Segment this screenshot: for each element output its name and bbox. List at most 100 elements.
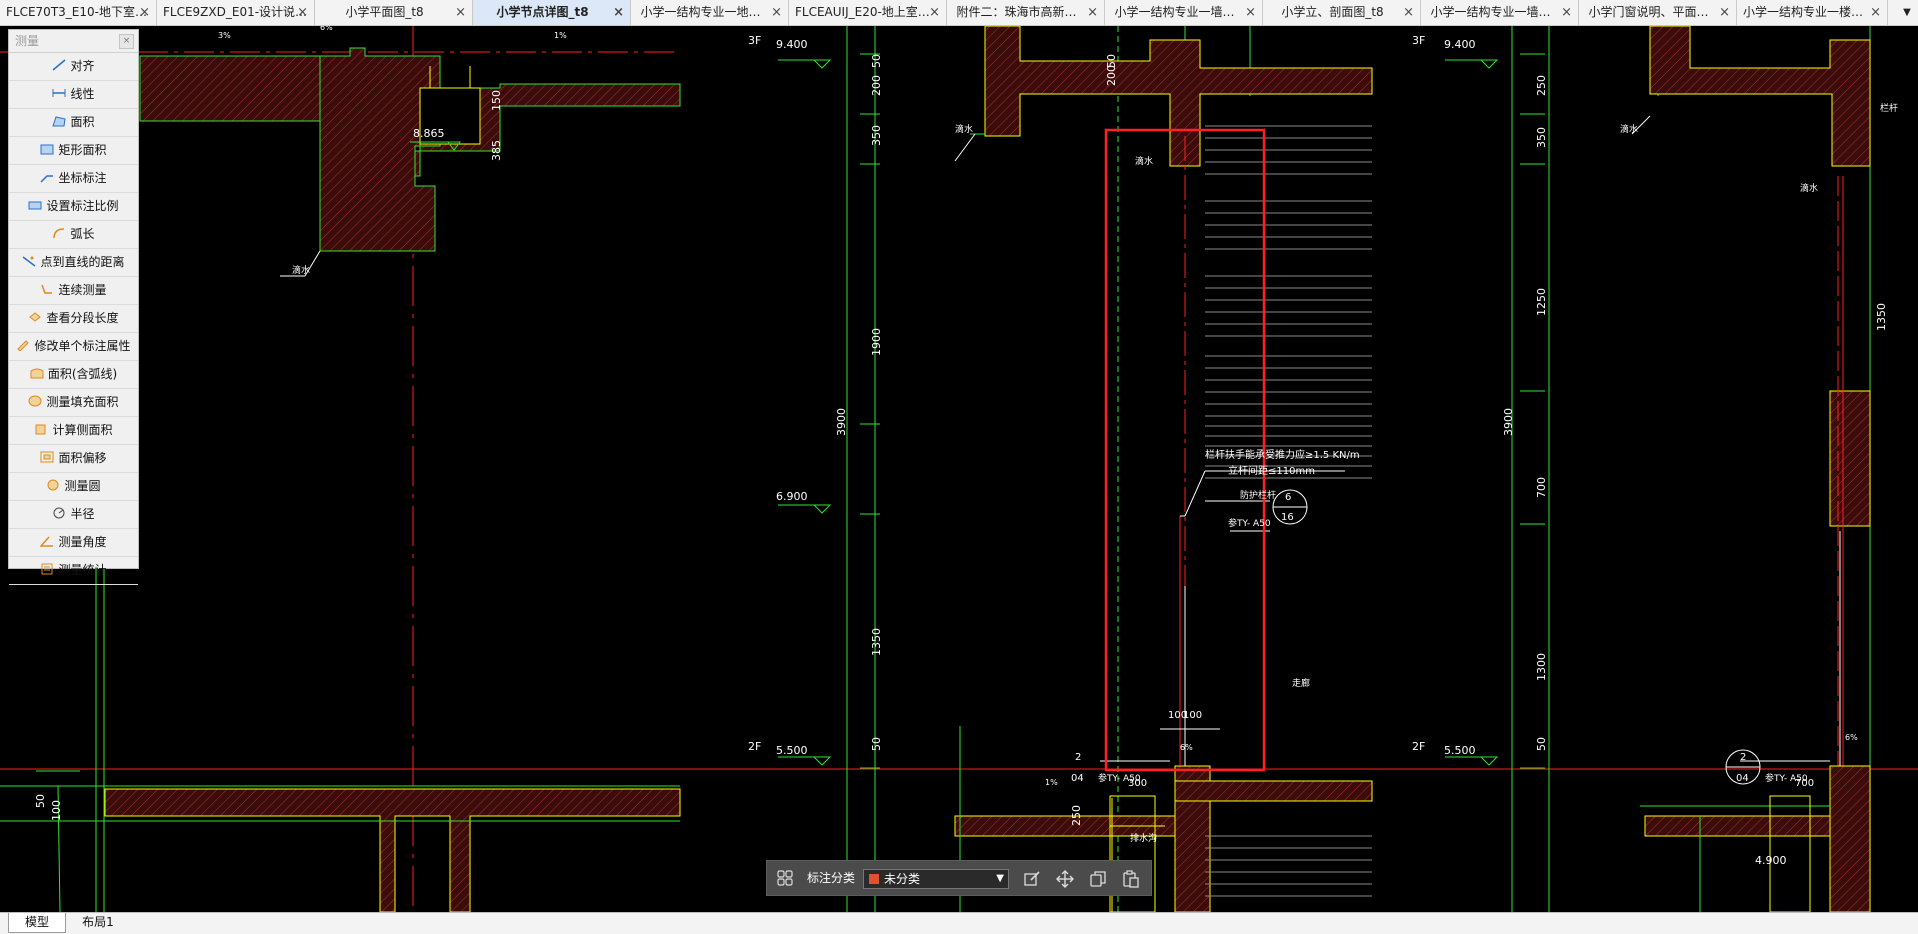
- close-icon[interactable]: ×: [1245, 5, 1256, 20]
- layout-tab-model[interactable]: 模型: [8, 913, 66, 933]
- floor-label: 3F: [748, 34, 761, 47]
- close-icon[interactable]: ×: [1403, 5, 1414, 20]
- close-icon[interactable]: ×: [455, 5, 466, 20]
- slope-label: 6%: [320, 26, 333, 32]
- measure-item-label: 计算侧面积: [52, 423, 113, 437]
- document-tab[interactable]: 小学一结构专业一墙… ×: [1421, 0, 1579, 25]
- close-icon[interactable]: ×: [139, 5, 150, 20]
- measure-item-statistics[interactable]: 测量统计: [9, 557, 138, 585]
- measure-item-label: 连续测量: [58, 283, 107, 297]
- close-icon[interactable]: ×: [1719, 5, 1730, 20]
- measure-item-label: 测量填充面积: [46, 395, 119, 409]
- tab-list-dropdown-icon[interactable]: ▼: [1896, 0, 1918, 25]
- close-icon[interactable]: ×: [119, 34, 134, 49]
- cad-drawing-canvas[interactable]: 3F 9.400 6.900 2F 5.500 8.865 3F 9.400 2…: [0, 26, 1918, 912]
- tab-label: 小学立、剖面图_t8: [1281, 5, 1384, 19]
- callout-bottom: 04: [1736, 773, 1749, 784]
- measure-item-label: 查看分段长度: [46, 311, 119, 325]
- dimension-label: 200: [870, 75, 883, 96]
- measure-item-linear[interactable]: 线性: [9, 81, 138, 109]
- move-icon[interactable]: [1055, 869, 1075, 889]
- tab-label: 小学一结构专业一地…: [640, 5, 761, 19]
- elevation-label: 5.500: [776, 744, 808, 757]
- angle-icon: [40, 536, 54, 547]
- drain-label: 排水沟: [1130, 832, 1157, 844]
- copy-icon[interactable]: [1088, 869, 1108, 889]
- measure-item-side-area[interactable]: 计算侧面积: [9, 417, 138, 445]
- document-tab[interactable]: FLCE9ZXD_E01-设计说…×: [157, 0, 315, 25]
- drip-label: 滴水: [955, 123, 973, 135]
- tab-label: 小学一结构专业一墙…: [1430, 5, 1551, 19]
- document-tab[interactable]: 小学一结构专业一楼…×: [1737, 0, 1888, 25]
- measure-item-area[interactable]: 面积: [9, 109, 138, 137]
- document-tab[interactable]: 小学一结构专业一地… ×: [631, 0, 789, 25]
- railing-note: 栏杆扶手能承受推力应≥1.5 KN/m: [1205, 448, 1360, 461]
- document-tab[interactable]: 小学门窗说明、平面…×: [1579, 0, 1737, 25]
- area-icon: [52, 116, 67, 127]
- dimension-label: 200: [1105, 65, 1118, 86]
- measure-item-aligned[interactable]: 对齐: [9, 53, 138, 81]
- dimension-label: 150: [490, 90, 503, 111]
- close-icon[interactable]: ×: [1561, 5, 1572, 20]
- dimension-label: 700: [1535, 477, 1548, 498]
- measure-item-edit-dimension[interactable]: 修改单个标注属性: [9, 333, 138, 361]
- fill-area-icon: [28, 395, 42, 407]
- close-icon[interactable]: ×: [771, 5, 782, 20]
- grid-icon[interactable]: [777, 870, 793, 886]
- document-tab[interactable]: FLCEAUIJ_E20-地上室…×: [789, 0, 947, 25]
- close-icon[interactable]: ×: [1087, 5, 1098, 20]
- drip-label: 滴水: [1135, 155, 1153, 167]
- category-color-swatch: [869, 874, 879, 884]
- measure-item-angle[interactable]: 测量角度: [9, 529, 138, 557]
- measure-item-rect-area[interactable]: 矩形面积: [9, 137, 138, 165]
- slope-label: 6%: [1180, 743, 1193, 752]
- circle-icon: [47, 479, 59, 491]
- aligned-dimension-icon: [53, 59, 66, 71]
- dimension-label: 300: [1128, 778, 1147, 789]
- corridor-label: 走廊: [1292, 677, 1310, 689]
- paste-icon[interactable]: [1121, 869, 1141, 889]
- measure-item-radius[interactable]: 半径: [9, 501, 138, 529]
- measure-item-label: 测量角度: [58, 535, 107, 549]
- slope-label: 1%: [1045, 778, 1058, 787]
- measure-item-continuous[interactable]: 连续测量: [9, 277, 138, 305]
- layout-tab-layout1[interactable]: 布局1: [70, 913, 126, 932]
- elevation-label: 9.400: [776, 38, 808, 51]
- measure-item-label: 测量统计: [58, 563, 107, 577]
- railing-note: 立杆间距≤110mm: [1228, 464, 1315, 477]
- measure-item-scale[interactable]: 设置标注比例: [9, 193, 138, 221]
- measure-item-arc-length[interactable]: 弧长: [9, 221, 138, 249]
- document-tab-active[interactable]: 小学节点详图_t8×: [473, 0, 631, 25]
- close-icon[interactable]: ×: [297, 5, 308, 20]
- tab-label: 小学一结构专业一墙…: [1114, 5, 1235, 19]
- dimension-label: 50: [1535, 737, 1548, 751]
- measure-item-label: 设置标注比例: [46, 199, 119, 213]
- edit-icon[interactable]: [1022, 869, 1042, 889]
- measure-item-circle[interactable]: 测量圆: [9, 473, 138, 501]
- document-tab[interactable]: 附件二：珠海市高新…×: [947, 0, 1105, 25]
- measure-item-label: 对齐: [70, 59, 95, 73]
- annotation-category-select[interactable]: 未分类 ▼: [863, 869, 1009, 889]
- document-tab[interactable]: FLCE70T3_E10-地下室…×: [0, 0, 157, 25]
- close-icon[interactable]: ×: [613, 5, 624, 20]
- measure-item-point-line[interactable]: 点到直线的距离: [9, 249, 138, 277]
- dimension-label: 250: [1535, 75, 1548, 96]
- measure-item-label: 线性: [70, 87, 95, 101]
- measure-item-segment[interactable]: 查看分段长度: [9, 305, 138, 333]
- measure-item-arc-area[interactable]: 面积(含弧线): [9, 361, 138, 389]
- dimension-label: 350: [870, 125, 883, 146]
- document-tab[interactable]: 小学立、剖面图_t8 ×: [1263, 0, 1421, 25]
- middle-detail: [846, 26, 1373, 912]
- measure-item-fill-area[interactable]: 测量填充面积: [9, 389, 138, 417]
- close-icon[interactable]: ×: [929, 5, 940, 20]
- dimension-label: 100: [1168, 710, 1187, 721]
- arc-area-icon: [30, 368, 44, 379]
- close-icon[interactable]: ×: [1870, 5, 1881, 20]
- measure-item-coordinate[interactable]: 坐标标注: [9, 165, 138, 193]
- document-tab[interactable]: 小学平面图_t8×: [315, 0, 473, 25]
- dimension-label: 1350: [870, 628, 883, 656]
- slope-label: 3%: [218, 31, 231, 40]
- measure-item-label: 测量圆: [64, 479, 101, 493]
- measure-item-area-offset[interactable]: 面积偏移: [9, 445, 138, 473]
- document-tab[interactable]: 小学一结构专业一墙… ×: [1105, 0, 1263, 25]
